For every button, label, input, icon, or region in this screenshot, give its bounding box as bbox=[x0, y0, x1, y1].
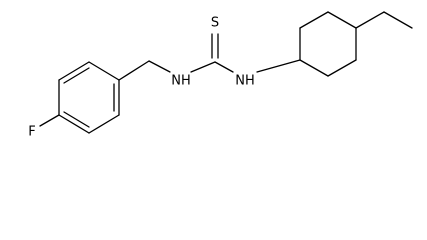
ch2-ring-bond bbox=[118, 60, 150, 81]
fluorophenyl-ring bbox=[58, 61, 120, 134]
aryl-bond-3 bbox=[58, 114, 90, 134]
ethyl-group bbox=[355, 11, 413, 29]
ethyl-bond-2 bbox=[383, 11, 413, 29]
aryl-inner-bond-3 bbox=[63, 67, 90, 84]
aryl-bond-2 bbox=[88, 114, 120, 134]
n-ch2-bond bbox=[148, 60, 171, 73]
aryl-inner-bond-2 bbox=[63, 111, 90, 128]
structure-canvas: S NH NH F bbox=[28, 11, 413, 140]
nitrogen-left-label: NH bbox=[171, 74, 191, 89]
fluorine-label: F bbox=[28, 125, 35, 140]
aryl-bond-6 bbox=[88, 61, 120, 81]
molecule-structure: S NH NH F bbox=[28, 11, 413, 140]
ring-bond-2 bbox=[327, 59, 357, 77]
cn-bond-right bbox=[214, 61, 234, 73]
aryl-bond-5 bbox=[58, 61, 90, 81]
ethyl-bond-1 bbox=[355, 11, 385, 29]
ring-bond-6 bbox=[327, 11, 357, 29]
sulfur-label: S bbox=[211, 16, 219, 31]
ring-n-bond bbox=[256, 59, 301, 73]
cn-bond-left bbox=[190, 61, 216, 73]
c-f-bond bbox=[39, 114, 60, 127]
ring-bond-3 bbox=[299, 59, 329, 77]
cyclohexane-ring bbox=[299, 11, 357, 77]
ring-bond-5 bbox=[299, 11, 329, 29]
nitrogen-right-label: NH bbox=[235, 74, 255, 89]
thiourea-core bbox=[190, 33, 234, 73]
